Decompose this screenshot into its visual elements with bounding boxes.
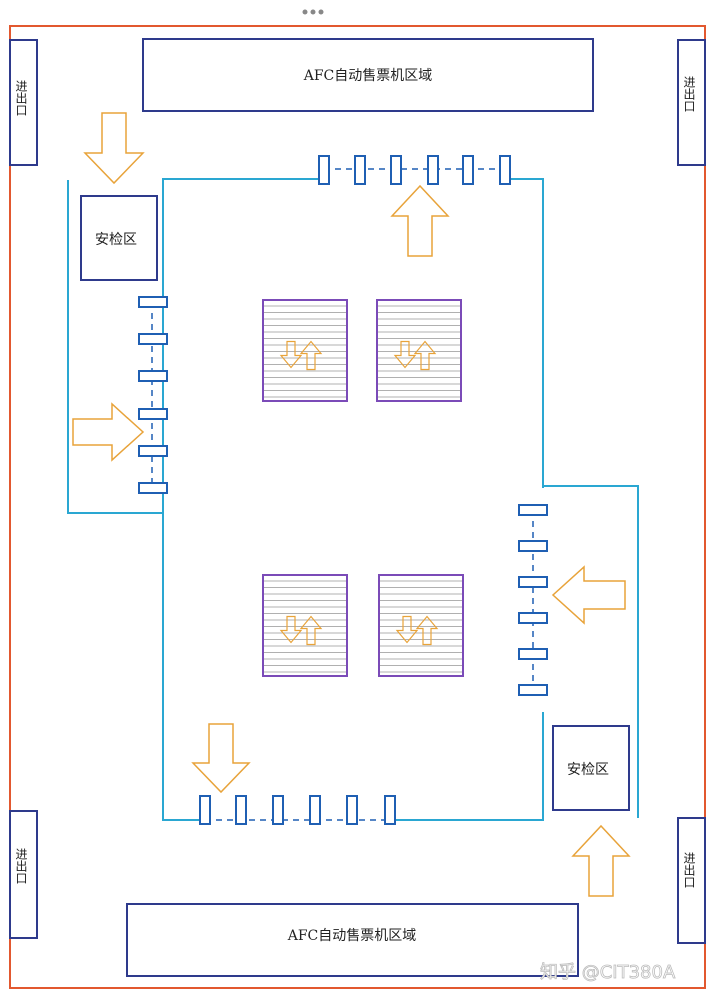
arrow-down-icon — [395, 615, 419, 644]
gate — [427, 155, 439, 185]
security-area-top — [80, 195, 158, 281]
entrance-top-right-label: 进出口 — [682, 76, 696, 112]
afc-area-bottom-label: AFC自动售票机区域 — [287, 928, 417, 944]
gate — [346, 795, 358, 825]
stairs-group — [262, 299, 464, 677]
gate — [272, 795, 284, 825]
arrow-up-icon — [299, 340, 323, 371]
gate — [518, 504, 548, 516]
arrow-down-icon — [279, 340, 303, 369]
entrance-bottom-right — [677, 817, 706, 944]
stair-outline — [262, 574, 348, 677]
gates-bottom — [199, 795, 396, 825]
gate — [138, 482, 168, 494]
entrance-top-left — [9, 39, 38, 166]
flow-arrows — [72, 112, 631, 897]
security-area-top-label: 安检区 — [95, 232, 137, 248]
entrance-top-right — [677, 39, 706, 166]
arrow-left-icon — [551, 565, 626, 625]
gate — [518, 648, 548, 660]
gate — [138, 445, 168, 457]
arrow-right-icon — [72, 402, 145, 462]
escalator-stair — [262, 299, 348, 402]
gate — [309, 795, 321, 825]
stair-outline — [262, 299, 348, 402]
entrance-bottom-right-label: 进出口 — [682, 852, 696, 888]
gate — [235, 795, 247, 825]
gates-top — [318, 155, 511, 185]
gate — [138, 408, 168, 420]
arrow-down-icon — [279, 615, 303, 644]
gate — [499, 155, 511, 185]
gate — [384, 795, 396, 825]
gate — [138, 296, 168, 308]
gates-right — [518, 504, 548, 696]
paid-area-fence — [67, 178, 639, 821]
entrance-bottom-left-label: 进出口 — [14, 848, 28, 884]
gate — [518, 540, 548, 552]
arrow-up-icon — [299, 615, 323, 646]
gate — [462, 155, 474, 185]
gate — [518, 684, 548, 696]
afc-area-top — [142, 38, 594, 112]
arrow-up-icon — [571, 824, 631, 897]
security-area-bottom — [552, 725, 630, 811]
gate — [138, 370, 168, 382]
arrow-down-icon — [83, 112, 145, 185]
gate — [354, 155, 366, 185]
stair-outline — [378, 574, 464, 677]
arrow-down-icon — [393, 340, 417, 369]
entrance-bottom-left — [9, 810, 38, 939]
arrow-down-icon — [191, 723, 251, 794]
security-area-bottom-label: 安检区 — [567, 762, 609, 778]
gate-dash-lines — [151, 168, 534, 821]
gate — [518, 612, 548, 624]
afc-area-bottom — [126, 903, 579, 977]
watermark: 知乎 @CIT380A — [540, 962, 676, 983]
gate — [390, 155, 402, 185]
arrow-up-icon — [390, 184, 450, 257]
gates-left — [138, 296, 168, 494]
gate — [318, 155, 330, 185]
escalator-stair — [262, 574, 348, 677]
gate — [138, 333, 168, 345]
arrow-up-icon — [415, 615, 439, 646]
escalator-stair — [378, 574, 464, 677]
gate — [199, 795, 211, 825]
station-outer-border — [9, 25, 706, 989]
window-dots — [302, 9, 324, 15]
arrow-up-icon — [413, 340, 437, 371]
afc-area-top-label: AFC自动售票机区域 — [303, 68, 433, 84]
entrance-top-left-label: 进出口 — [14, 80, 28, 116]
stair-outline — [376, 299, 462, 402]
gate — [518, 576, 548, 588]
escalator-stair — [376, 299, 462, 402]
